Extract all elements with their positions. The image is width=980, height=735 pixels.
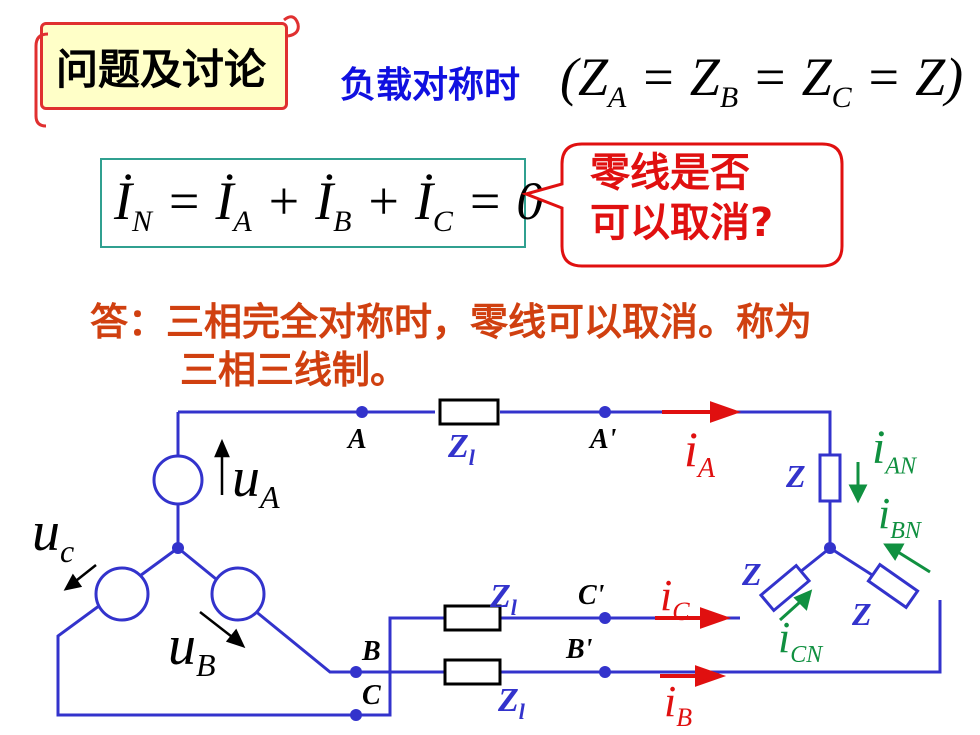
load-label-a: Z <box>786 458 806 494</box>
load-impedance-b <box>866 562 920 610</box>
source-b <box>210 566 266 622</box>
line-impedance-label-a: Zl <box>448 428 475 470</box>
wires <box>56 410 942 717</box>
source-arrows <box>63 438 246 649</box>
current-label-ib: iB <box>664 677 693 732</box>
current-label-icn: iCN <box>778 613 823 668</box>
source-c <box>94 566 150 622</box>
phase-current-arrows <box>778 462 931 622</box>
answer-line-1: 答：三相完全对称时，零线可以取消。称为 <box>90 300 813 344</box>
answer-text: 答：三相完全对称时，零线可以取消。称为 三相三线制。 <box>90 298 970 394</box>
load-impedances <box>758 453 920 613</box>
node-label-a-prime: A' <box>590 424 617 455</box>
formula-box <box>100 158 526 248</box>
load-impedance-c <box>758 563 812 613</box>
current-label-ia: iA <box>684 421 716 484</box>
line-impedances <box>438 398 502 686</box>
current-label-ibn: iBN <box>878 489 921 544</box>
impedance-condition: (ZA = ZB = ZC = Z) <box>560 47 964 114</box>
line-impedance-b <box>443 658 502 686</box>
source-label-ub: uB <box>168 615 216 684</box>
node-label-b-prime: B' <box>566 634 593 665</box>
load-impedance-a <box>818 453 842 503</box>
symmetric-load-title: 负载对称时 <box>340 65 521 106</box>
load-label-c: Z <box>742 556 762 592</box>
node-label-b: B <box>362 636 381 667</box>
line-impedance-a <box>438 398 500 426</box>
current-label-ian: iAN <box>872 421 917 480</box>
current-label-ic: iC <box>660 571 690 626</box>
source-a <box>152 454 204 506</box>
callout-line-1: 零线是否 <box>590 150 750 196</box>
circuit-nodes <box>172 406 836 721</box>
node-label-c-prime: C' <box>578 580 605 611</box>
banner-label: 问题及讨论 <box>56 45 267 94</box>
answer-line-2: 三相三线制。 <box>180 348 409 392</box>
topic-banner <box>40 22 288 110</box>
node-label-a: A <box>348 424 367 455</box>
callout-bubble <box>521 142 844 268</box>
load-label-b: Z <box>852 596 872 632</box>
source-label-ua: uA <box>232 447 280 516</box>
source-label-uc: uc <box>32 501 75 570</box>
line-impedance-c <box>443 604 502 632</box>
voltage-sources <box>94 454 266 622</box>
line-impedance-label-c: Zl <box>490 578 517 620</box>
scroll-decoration <box>34 15 300 128</box>
node-label-c: C <box>362 680 381 711</box>
kcl-formula: İN = İA + İB + İC = 0 <box>114 171 544 238</box>
line-impedance-label-b: Zl <box>498 682 525 724</box>
callout-line-2: 可以取消? <box>590 200 774 246</box>
line-current-arrows <box>655 401 742 687</box>
callout-question: 零线是否 可以取消? <box>590 148 773 248</box>
